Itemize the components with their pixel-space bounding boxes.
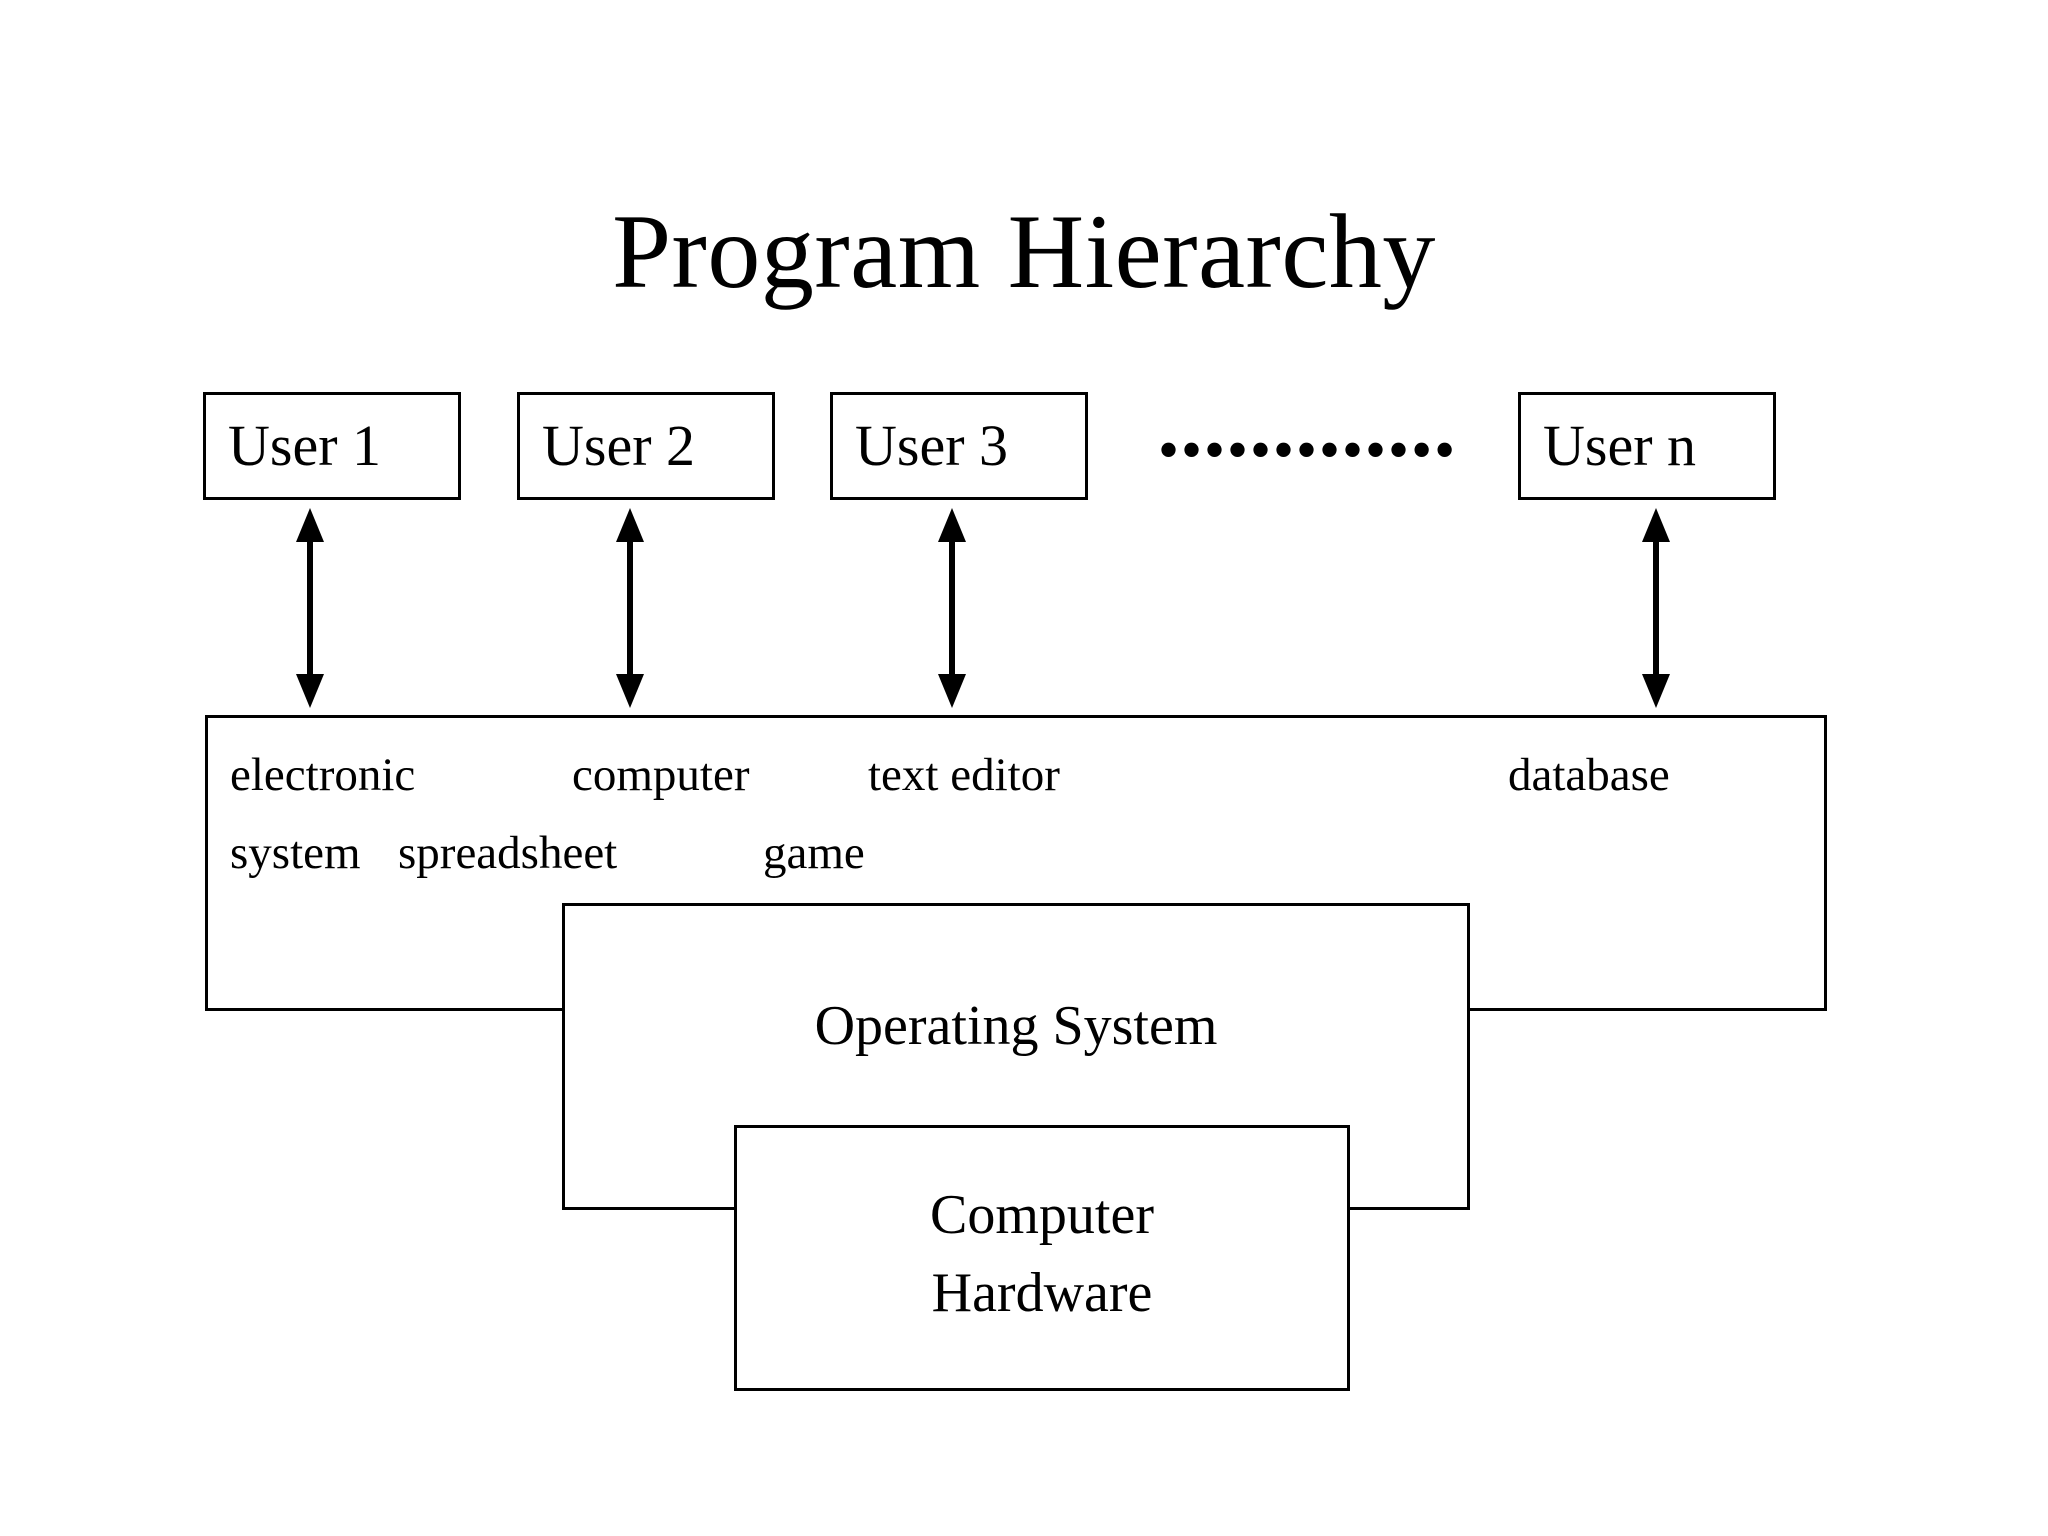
user-box-2[interactable]: User 2 (517, 392, 775, 500)
user-box-3-label: User 3 (855, 413, 1009, 478)
app-game: game (763, 827, 865, 879)
page-title: Program Hierarchy (612, 193, 1436, 310)
operating-system-label: Operating System (814, 995, 1218, 1057)
app-computer: computer (572, 749, 750, 801)
app-database: database (1508, 749, 1670, 801)
user-box-n-label: User n (1543, 413, 1697, 478)
app-electronic: electronic (230, 749, 416, 801)
user-box-1-label: User 1 (228, 413, 382, 478)
computer-hardware-line-1: Computer (930, 1184, 1154, 1246)
computer-hardware-box[interactable]: Computer Hardware (734, 1125, 1350, 1391)
computer-hardware-line-2: Hardware (931, 1262, 1153, 1324)
arrow-user-n-to-applications (1634, 508, 1678, 708)
arrow-user-2-to-applications (608, 508, 652, 708)
arrow-user-1-to-applications (288, 508, 332, 708)
ellipsis-dots: ••••••••••••• (1158, 417, 1458, 483)
arrow-user-3-to-applications (930, 508, 974, 708)
applications-box[interactable]: electronic computer text editor database… (205, 715, 1827, 1011)
app-spreadsheet: spreadsheet (398, 827, 618, 879)
app-text-editor: text editor (868, 749, 1060, 801)
user-box-3[interactable]: User 3 (830, 392, 1088, 500)
user-box-1[interactable]: User 1 (203, 392, 461, 500)
computer-hardware-label: Computer Hardware (737, 1176, 1347, 1332)
user-box-n[interactable]: User n (1518, 392, 1776, 500)
user-box-2-label: User 2 (542, 413, 696, 478)
app-system: system (230, 827, 361, 879)
